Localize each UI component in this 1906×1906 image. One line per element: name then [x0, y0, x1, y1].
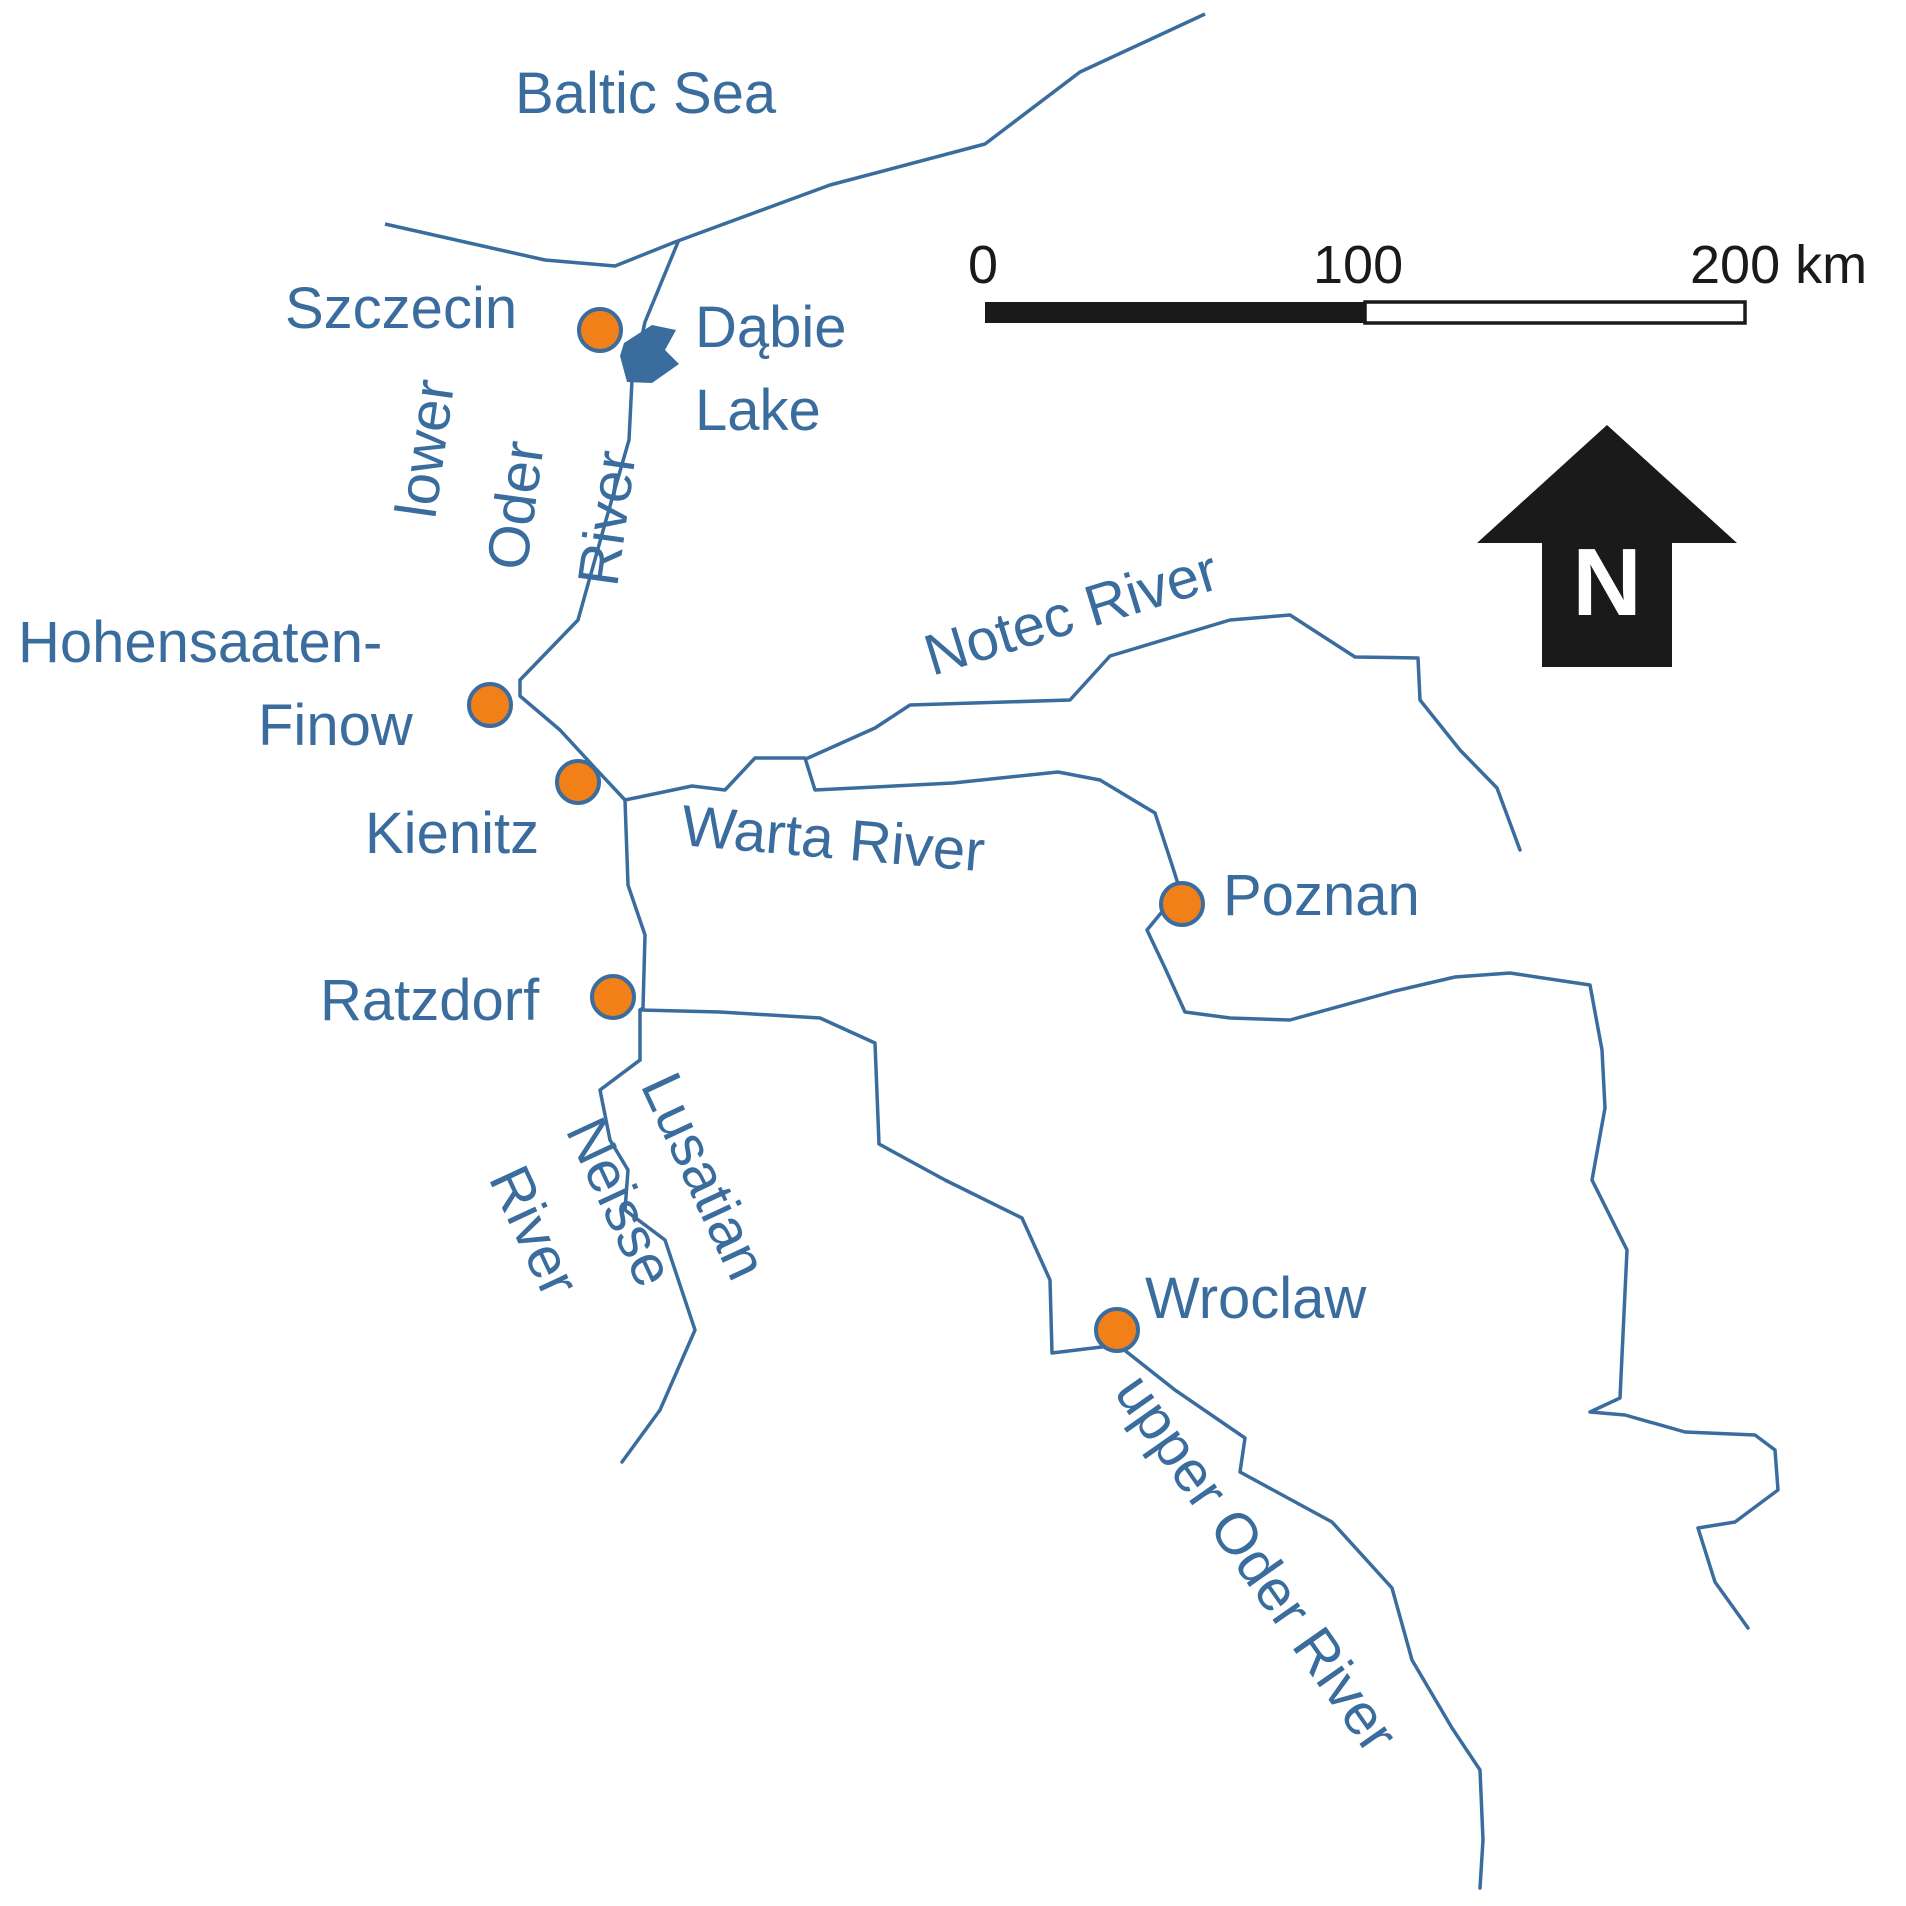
label-wroclaw: Wroclaw: [1145, 1266, 1367, 1331]
label-ratzdorf: Ratzdorf: [320, 968, 540, 1033]
scale-bar-black-segment: [985, 302, 1365, 323]
scale-tick-200: 200 km: [1690, 235, 1867, 295]
north-arrow-letter: N: [1572, 529, 1641, 636]
label-upper-oder-river: upper Oder River: [1102, 1362, 1410, 1764]
label-lower: lower: [384, 376, 468, 522]
scale-tick-0: 0: [968, 235, 998, 295]
label-poznan: Poznan: [1223, 863, 1420, 928]
notec-river: [806, 613, 1522, 852]
north-arrow: N: [1477, 425, 1737, 667]
label-szczecin: Szczecin: [285, 276, 517, 341]
label-notec-river: Notec River: [917, 538, 1226, 689]
label-baltic-sea: Baltic Sea: [515, 61, 777, 126]
label-river: River: [566, 447, 649, 590]
warta-river: [623, 756, 1780, 1630]
north-arrow-icon: [1477, 425, 1737, 667]
city-marker-kienitz: [555, 759, 601, 805]
label-hohensaaten-line1: Hohensaaten-: [18, 610, 382, 675]
scale-tick-100: 100: [1313, 235, 1403, 295]
label-hohensaaten-line2: Finow: [258, 693, 414, 758]
lusatian-neisse-river: [598, 1058, 697, 1464]
label-lake: Lake: [695, 378, 821, 443]
city-marker-poznan: [1159, 881, 1205, 927]
label-kienitz: Kienitz: [365, 801, 539, 866]
scale-bar: 0 100 200 km: [968, 235, 1867, 325]
city-marker-wroclaw: [1094, 1307, 1140, 1353]
scale-bar-white-segment: [1363, 300, 1747, 325]
city-marker-szczecin: [577, 307, 623, 353]
label-oder: Oder: [475, 437, 557, 574]
city-marker-hohensaaten-finow: [467, 682, 513, 728]
city-marker-ratzdorf: [590, 974, 636, 1020]
dabie-lake: [620, 325, 679, 383]
upper-oder-river: [638, 1008, 1485, 1890]
oder-middle-river: [623, 798, 647, 1062]
baltic-coastline: [384, 12, 1206, 268]
label-dabie: Dąbie: [695, 295, 847, 360]
label-warta-river: Warta River: [679, 793, 988, 884]
